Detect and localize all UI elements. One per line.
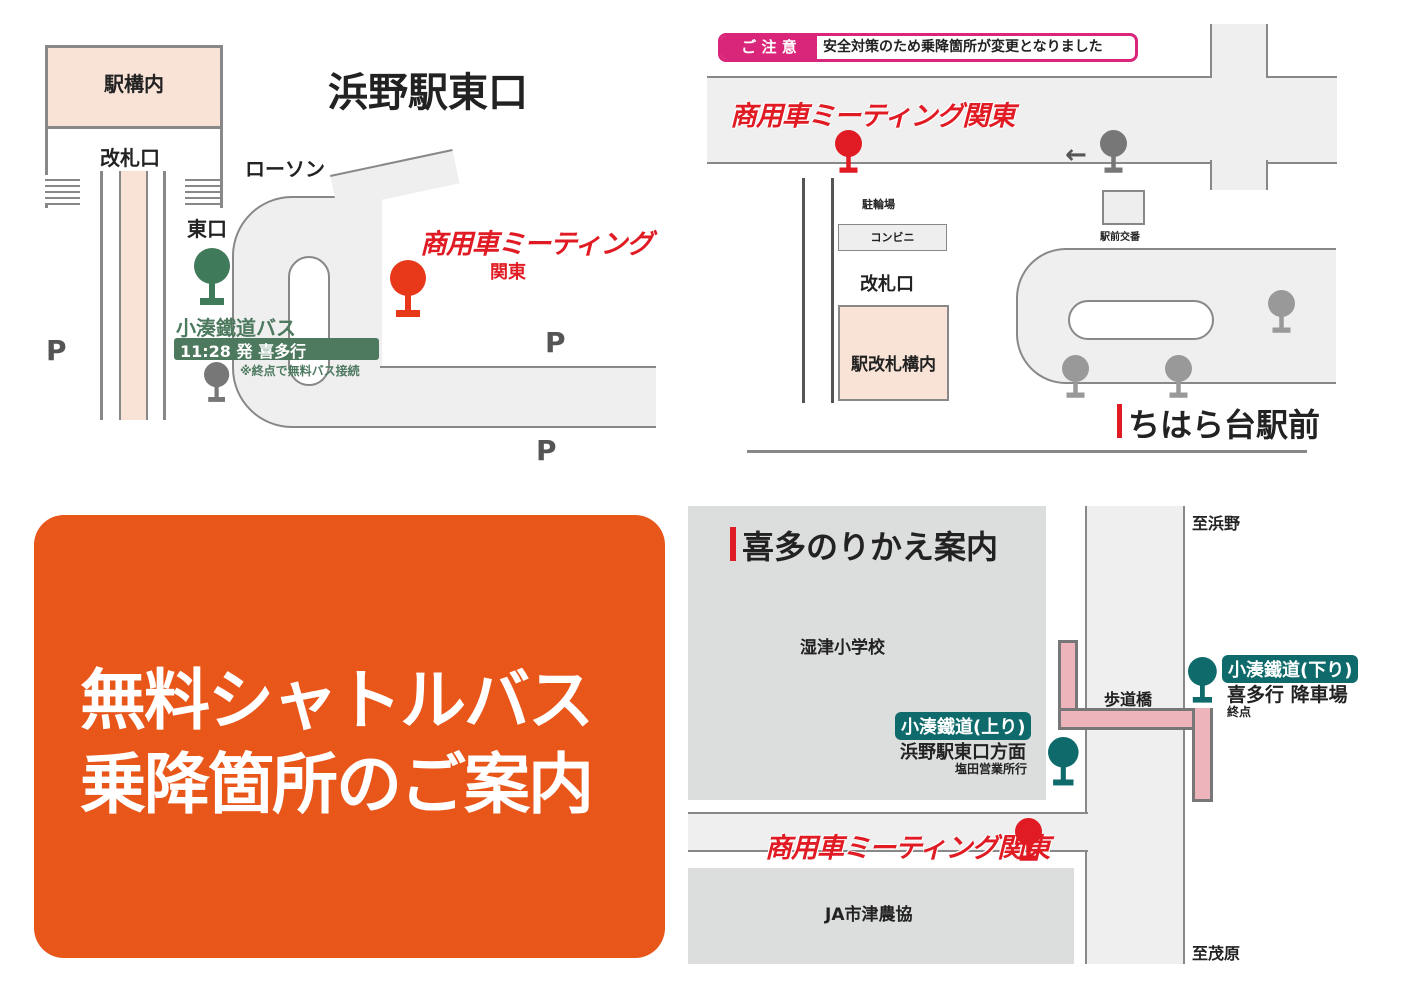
to-hamano-label: 至浜野 xyxy=(1192,514,1241,533)
east-exit-label: 東口 xyxy=(187,217,227,241)
road xyxy=(707,76,1337,164)
station-building xyxy=(45,45,223,129)
notice-label: ご 注 意 xyxy=(721,36,817,59)
event-pin-icon xyxy=(835,130,862,175)
arrow-left-icon: ← xyxy=(1065,140,1087,170)
card-title-line1: 無料シャトルバス xyxy=(80,662,594,739)
school-label: 湿津小学校 xyxy=(800,638,885,658)
police-box xyxy=(1102,190,1145,225)
parking-icon: P xyxy=(536,434,557,467)
event-logo: 商用車ミーティング関東 xyxy=(765,833,1050,864)
event-pin-icon xyxy=(1015,818,1042,863)
footbridge-label: 歩道橋 xyxy=(1104,690,1153,709)
track xyxy=(100,165,166,420)
bus-stop-pin-icon xyxy=(1048,737,1079,788)
up-destination: 浜野駅東口方面 xyxy=(900,742,1026,763)
card-title-line2: 乗降箇所のご案内 xyxy=(80,746,594,823)
ticket-gate-label: 改札口 xyxy=(80,142,180,171)
road xyxy=(380,366,656,428)
ticket-gate-label: 改札口 xyxy=(860,274,914,295)
bus-stop-pin-icon xyxy=(204,362,230,404)
stairs-left xyxy=(45,175,80,205)
bus-stop-pin-icon xyxy=(1188,657,1217,705)
up-note: 塩田営業所行 xyxy=(955,762,1028,776)
convenience-store: コンビニ xyxy=(838,224,947,251)
event-logo-sub: 関東 xyxy=(490,262,526,283)
up-line-badge: 小湊鐵道(上り) xyxy=(895,712,1032,740)
island xyxy=(288,256,330,386)
event-logo: 商用車ミーティング xyxy=(420,229,653,260)
platform xyxy=(119,165,148,420)
school-block xyxy=(688,506,1046,800)
bus-time: 11:28 発 喜多行 xyxy=(174,338,379,361)
notice-text: 安全対策のため乗降箇所が変更となりました xyxy=(823,39,1103,55)
event-logo: 商用車ミーティング関東 xyxy=(730,101,1015,132)
to-mobara-label: 至茂原 xyxy=(1192,944,1241,963)
page-title-kita: 喜多のりかえ案内 xyxy=(742,528,999,566)
bus-stop-pin-icon xyxy=(1268,290,1295,335)
bus-note: ※終点で無料バス接続 xyxy=(240,364,360,378)
bus-stop-pin-icon xyxy=(194,248,230,308)
footbridge xyxy=(1058,640,1078,728)
gate-inside-box xyxy=(838,305,949,401)
stairs-right xyxy=(185,175,220,205)
parking-icon: P xyxy=(545,326,566,359)
station-inside-label: 駅構内 xyxy=(104,72,164,96)
road xyxy=(330,149,460,210)
notice-banner: ご 注 意 安全対策のため乗降箇所が変更となりました xyxy=(718,33,1138,62)
event-pin-icon xyxy=(390,260,426,320)
page-title-chihara: ちはら台駅前 xyxy=(1128,406,1321,444)
down-note: 終点 xyxy=(1227,705,1252,719)
down-destination: 喜多行 降車場 xyxy=(1227,684,1348,706)
title-card: 無料シャトルバス 乗降箇所のご案内 xyxy=(34,515,665,958)
parking-icon: P xyxy=(46,334,67,367)
gate-inside-label: 駅改札構内 xyxy=(851,355,936,375)
bus-stop-pin-icon xyxy=(1100,130,1127,175)
ja-label: JA市津農協 xyxy=(825,905,913,925)
road xyxy=(1085,506,1185,964)
ja-block xyxy=(688,868,1074,964)
bicycle-parking-label: 駐輪場 xyxy=(862,198,895,211)
police-box-label: 駅前交番 xyxy=(1100,232,1140,243)
page-title-hamano: 浜野駅東口 xyxy=(328,70,528,116)
lawson-label: ローソン xyxy=(245,157,325,181)
bus-name: 小湊鐵道バス xyxy=(176,316,296,340)
bus-stop-pin-icon xyxy=(1062,355,1089,400)
down-line-badge: 小湊鐵道(下り) xyxy=(1222,655,1359,683)
bus-stop-pin-icon xyxy=(1165,355,1192,400)
